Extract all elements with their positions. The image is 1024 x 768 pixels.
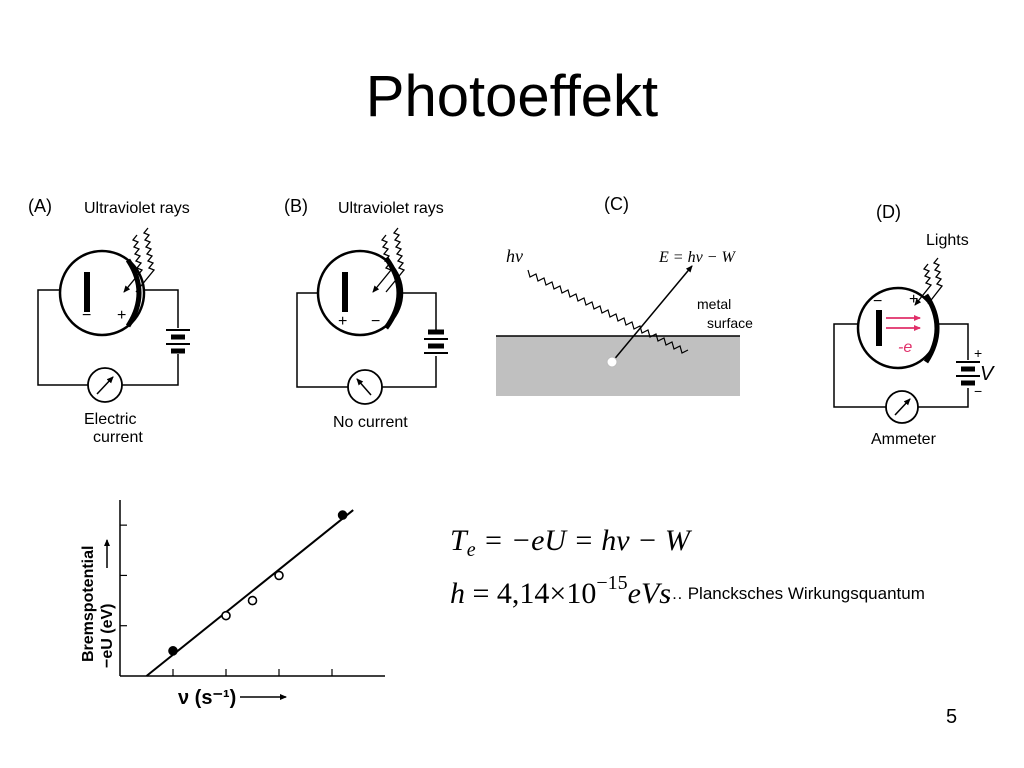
battery-d [956,361,980,386]
x-ticks [172,669,333,676]
electron-label-d: -e [898,339,912,356]
equation-planck: h = 4,14×10−15eVs [450,572,671,611]
eq2-unit: eVs [627,577,671,610]
metal-block [496,336,740,396]
eq2-exp: −15 [596,572,628,594]
phototube-a [58,249,146,337]
wire-d-left [833,323,886,408]
wire-b-top [402,292,437,330]
anode-b [383,256,402,330]
fit-line [145,509,354,677]
wire-a-left [37,289,88,386]
eq1-rest: = −eU = hν − W [475,524,690,557]
battery-a [166,329,190,354]
panel-d-label: (D) [876,202,901,222]
meter-a-label-1: Electric [84,411,136,428]
y-axis-label: Bremspotential [80,546,97,662]
uv-ray-a1 [135,227,156,293]
polarity-minus-b: − [371,313,380,330]
energy-label: E = hν − W [658,249,736,266]
data-point-5 [337,510,348,520]
light-ray-d2 [914,263,933,306]
battery-minus-d: − [974,383,982,399]
battery-b [424,329,448,354]
meter-b-label: No current [333,414,408,431]
photoeffect-graph: Bremspotential −eU (eV) ν (s⁻¹) [80,500,385,709]
equation-kinetic-energy: Te = −eU = hν − W [450,524,690,562]
panel-b-uv-label: Ultraviolet rays [338,200,444,217]
panel-c-label: (C) [604,194,629,214]
slide-title: Photoeffekt [365,64,659,129]
wire-d-right [918,388,969,408]
meter-b [347,369,383,405]
surface-label-2: surface [707,315,753,331]
uv-ray-a2 [123,234,144,293]
anode-a [125,258,142,328]
eq1-T: T [450,524,467,557]
data-marks [145,509,354,677]
data-point-1 [168,646,178,656]
planck-note: … Plancksches Wirkungsquantum [666,584,925,603]
y-ticks [120,524,127,627]
polarity-minus-a: − [82,307,91,324]
wire-b-right [382,356,437,388]
voltage-label-d: V [980,363,995,385]
eq2-lhs: h [450,577,465,610]
meter-d-needle [894,398,911,416]
wire-a-top [144,289,179,328]
cathode-a [84,272,90,312]
data-point-4 [274,570,284,581]
y-axis-label-line-2: −eU (eV) [99,604,116,668]
wire-a-right [122,354,179,386]
meter-d-label: Ammeter [871,431,937,448]
anode-d [923,293,940,364]
data-point-3 [247,595,258,606]
uv-ray-b2 [372,234,393,293]
uv-ray-b1 [385,227,406,293]
eq1-sub: e [466,539,476,561]
wire-b-left [296,292,348,388]
cathode-d [876,310,882,346]
cathode-b [342,272,348,312]
panel-d: (D) Lights − + -e + − V Ammeter [833,202,995,448]
panel-a-label: (A) [28,196,52,216]
battery-plus-d: + [974,345,982,361]
panel-a: (A) Ultraviolet rays − + Electric curren… [28,196,190,446]
panel-d-light-label: Lights [926,232,969,249]
panel-b: (B) Ultraviolet rays + − No current [284,196,448,431]
panel-b-label: (B) [284,196,308,216]
meter-a-needle [96,376,114,395]
polarity-plus-d: + [909,291,918,308]
light-ray-d1 [927,257,944,305]
data-point-2 [221,610,231,621]
electron-dot [606,356,618,368]
polarity-plus-a: + [117,307,126,324]
page-number: 5 [946,706,958,728]
x-axis-label: ν (s⁻¹) [178,687,236,709]
meter-a-label-2: current [93,429,143,446]
panel-c: (C) hν E = hν − W metal surface [496,194,753,396]
surface-label-1: metal [697,296,731,312]
y-axis-label-2-group: −eU (eV) [99,539,116,668]
photon-wave [527,269,689,354]
y-axis-label-line-1: Bremspotential [80,546,97,662]
polarity-minus-d: − [873,293,882,310]
wire-d-top [938,323,969,360]
eq2-mid: = 4,14×10 [465,577,597,610]
panel-a-uv-label: Ultraviolet rays [84,200,190,217]
polarity-plus-b: + [338,313,347,330]
meter-b-needle [356,378,372,396]
photon-label: hν [506,246,523,266]
electron-arrow [611,265,693,363]
